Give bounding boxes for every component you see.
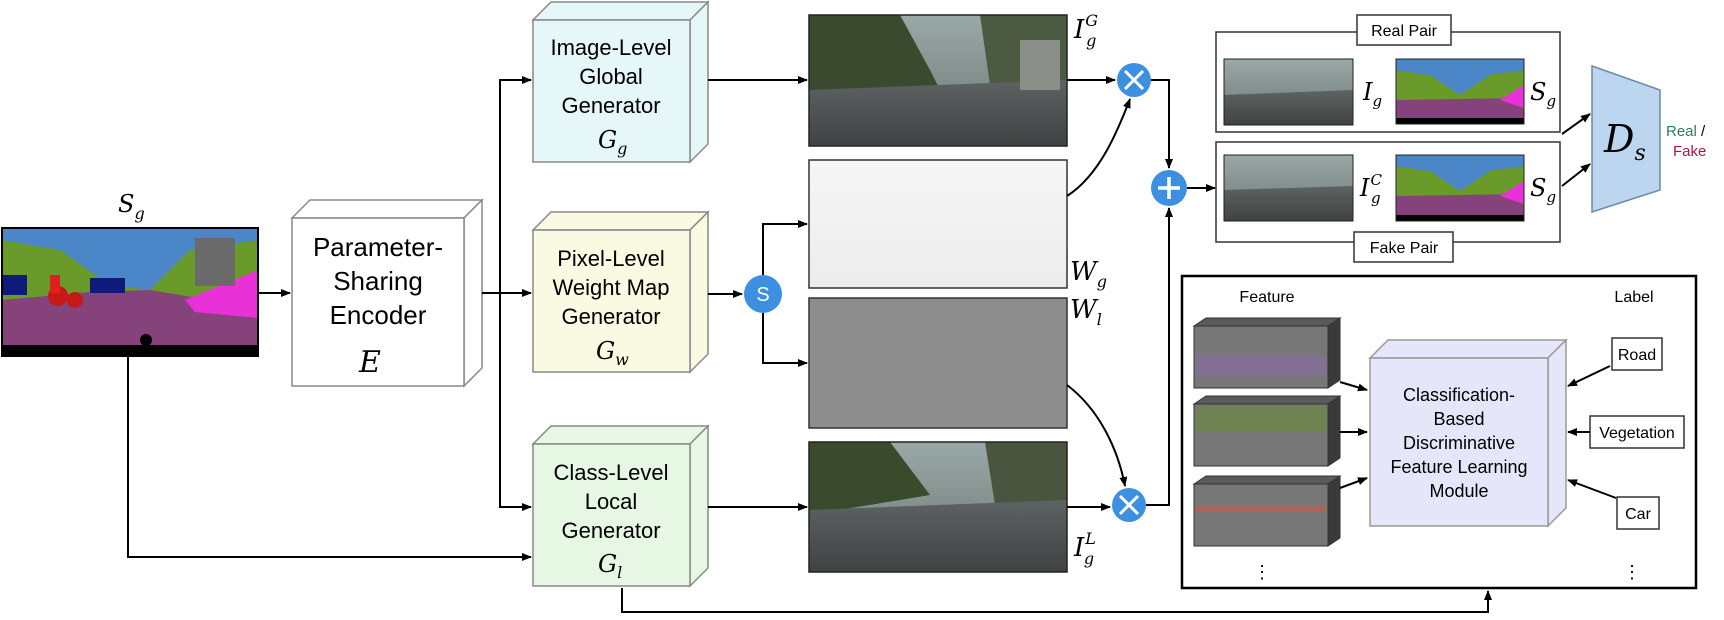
feature-ellipsis: ⋮ [1253, 562, 1271, 582]
discriminator-label: Ds [1603, 117, 1646, 166]
global-output-image [808, 14, 1068, 147]
weight-label-1: Pixel-Level [557, 246, 665, 271]
wg-label: Wg [1070, 257, 1107, 291]
global-label-3: Generator [561, 93, 660, 118]
weight-map-g-image [808, 159, 1068, 289]
road-tag [1611, 337, 1663, 371]
real-fake-label: Real / [1666, 123, 1706, 140]
weight-symbol: Gw [596, 337, 629, 369]
fake-pair-box [1215, 141, 1561, 243]
module-label-2: Based [1433, 409, 1484, 429]
fake-pair-label: Fake Pair [1370, 240, 1439, 257]
local-output-image [808, 441, 1068, 573]
car-label: Car [1625, 506, 1651, 523]
global-symbol: Gg [598, 126, 627, 158]
real-pair-label: Real Pair [1371, 23, 1437, 40]
car-tag [1616, 496, 1660, 530]
vegetation-label: Vegetation [1599, 425, 1675, 442]
classification-module-box [1368, 338, 1568, 528]
feature-map-2 [1192, 395, 1342, 467]
plus-icon [1151, 170, 1187, 206]
global-generator-box [531, 0, 710, 164]
feature-header: Feature [1239, 289, 1294, 306]
real-pair-tag [1356, 14, 1452, 46]
pair-sg-real-label: Sg [1530, 78, 1556, 110]
multiply-icon [1112, 488, 1146, 522]
discriminator-shape [1591, 64, 1661, 214]
fake-label: Fake [1673, 143, 1706, 160]
module-label-3: Discriminative [1403, 433, 1515, 453]
module-label-5: Module [1429, 481, 1488, 501]
connectors [127, 76, 1591, 613]
wl-label: Wl [1070, 295, 1102, 329]
multiply-icon [1117, 63, 1151, 97]
encoder-label-2: Sharing [333, 266, 423, 296]
local-label-1: Class-Level [554, 460, 669, 485]
road-label: Road [1618, 347, 1656, 364]
softmax-label: S [756, 284, 769, 306]
weight-label-2: Weight Map [553, 275, 670, 300]
weight-generator-box [531, 210, 710, 374]
module-label-4: Feature Learning [1390, 457, 1527, 477]
feature-map-1 [1192, 317, 1342, 389]
global-label-1: Image-Level [550, 35, 671, 60]
vegetation-tag [1589, 415, 1685, 449]
label-ellipsis: ⋮ [1623, 562, 1641, 582]
weight-label-3: Generator [561, 304, 660, 329]
encoder-symbol: E [358, 345, 381, 380]
module-label-1: Classification- [1403, 385, 1515, 405]
pair-ig-label: Ig [1362, 78, 1382, 110]
global-label-2: Global [579, 64, 643, 89]
sg-top-label: Sg [118, 190, 145, 223]
pair-sg-fake-label: Sg [1530, 174, 1556, 206]
encoder-label-3: Encoder [330, 300, 427, 330]
local-label-2: Local [585, 489, 638, 514]
softmax-icon [744, 275, 782, 313]
local-generator-box [531, 424, 710, 588]
encoder-label-1: Parameter- [313, 232, 443, 262]
encoder-box [290, 198, 484, 388]
weight-map-l-image [808, 297, 1068, 429]
feature-map-3 [1192, 475, 1342, 547]
real-pair-box [1215, 31, 1561, 133]
label-header: Label [1614, 289, 1653, 306]
input-semantic-map [1, 227, 259, 357]
local-label-3: Generator [561, 518, 660, 543]
fake-pair-tag [1353, 231, 1454, 263]
local-symbol: Gl [598, 550, 622, 582]
module-connectors [1339, 365, 1617, 499]
